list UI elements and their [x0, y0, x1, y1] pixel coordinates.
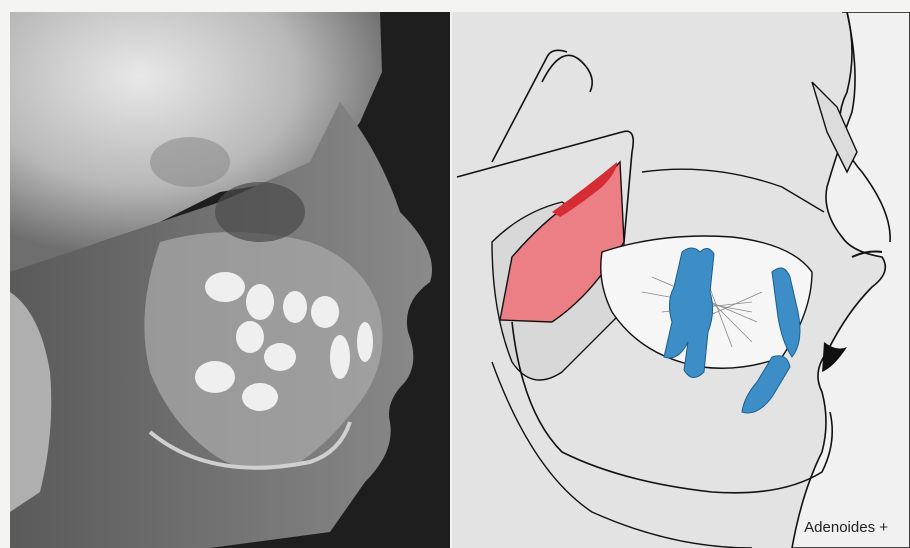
xray-image — [10, 12, 450, 548]
schematic-drawing: Adenoides + — [452, 12, 910, 548]
drawing-svg — [452, 12, 910, 548]
caption-label: Adenoides + — [804, 519, 888, 536]
sinus-shadow — [215, 182, 305, 242]
xray-svg — [10, 12, 450, 548]
orbit-shadow — [150, 137, 230, 187]
